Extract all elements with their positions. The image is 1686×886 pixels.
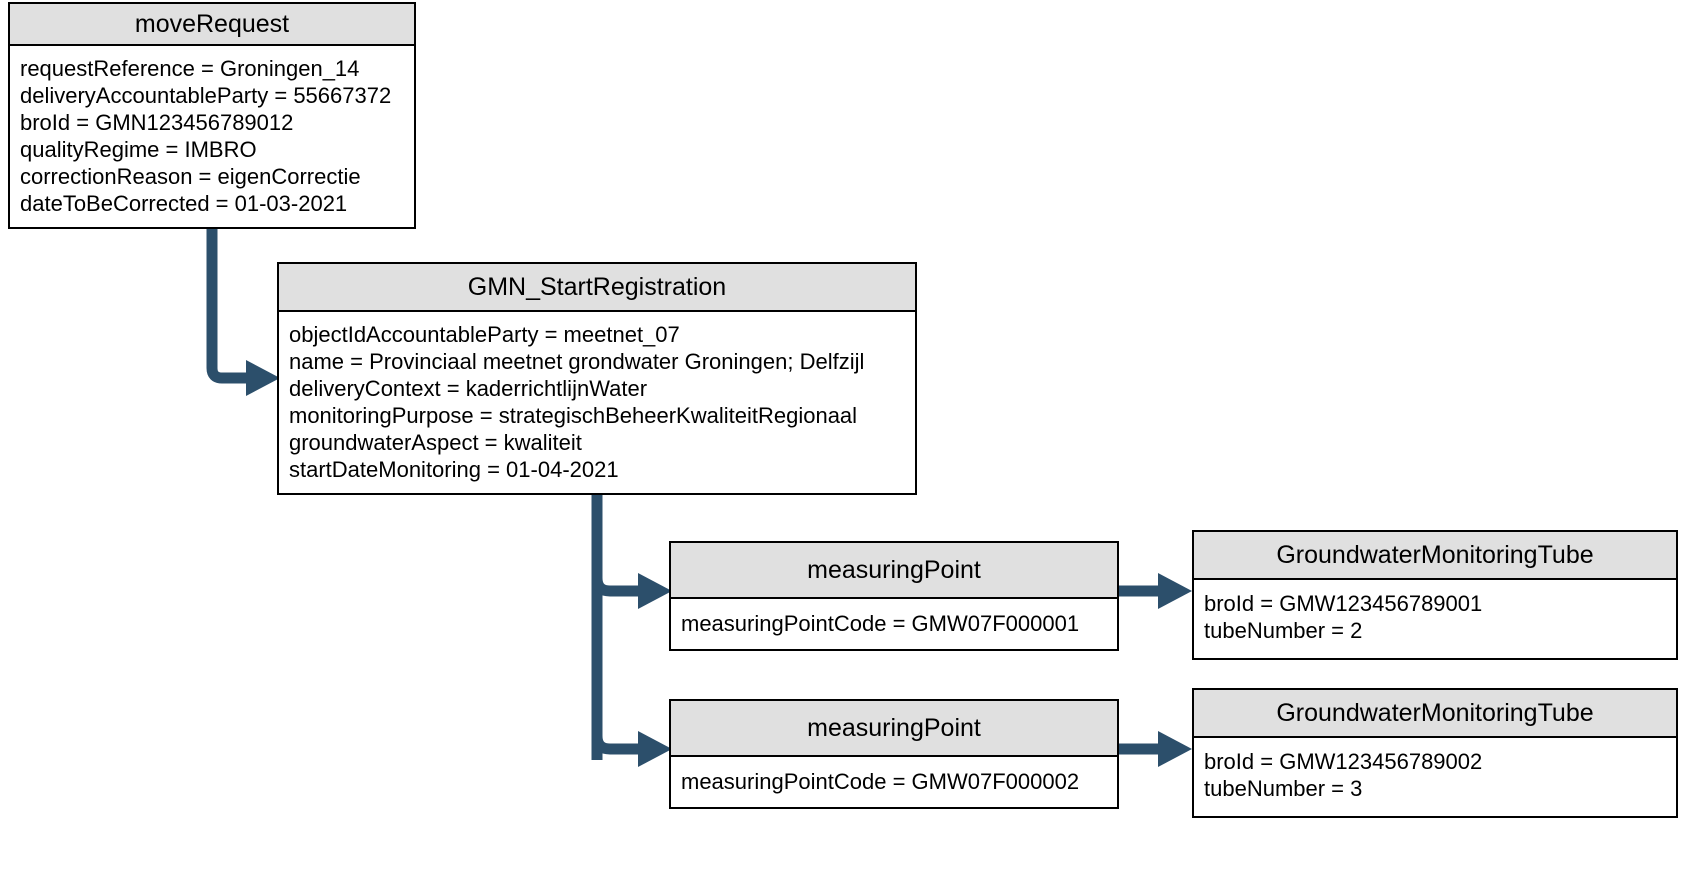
node-measuring-point-2[interactable]: measuringPoint measuringPointCode = GMW0… — [669, 699, 1119, 809]
node-groundwater-monitoring-tube-2-attributes: broId = GMW123456789002 tubeNumber = 3 — [1194, 738, 1676, 816]
node-move-request[interactable]: moveRequest requestReference = Groningen… — [8, 2, 416, 229]
connector-measuring-point-1-to-tube-1 — [1119, 573, 1192, 609]
node-groundwater-monitoring-tube-2[interactable]: GroundwaterMonitoringTube broId = GMW123… — [1192, 688, 1678, 818]
attribute-row: deliveryContext = kaderrichtlijnWater — [289, 376, 648, 401]
node-groundwater-monitoring-tube-2-title: GroundwaterMonitoringTube — [1194, 690, 1676, 738]
attribute-row: qualityRegime = IMBRO — [20, 137, 257, 162]
node-measuring-point-1-attributes: measuringPointCode = GMW07F000001 — [671, 599, 1117, 649]
attribute-row: broId = GMW123456789002 — [1204, 749, 1483, 774]
node-groundwater-monitoring-tube-1[interactable]: GroundwaterMonitoringTube broId = GMW123… — [1192, 530, 1678, 660]
node-gmn-start-registration-attributes: objectIdAccountableParty = meetnet_07 na… — [279, 312, 915, 493]
attribute-row: groundwaterAspect = kwaliteit — [289, 430, 582, 455]
attribute-row: tubeNumber = 3 — [1204, 776, 1363, 801]
node-move-request-attributes: requestReference = Groningen_14 delivery… — [10, 46, 414, 227]
node-measuring-point-1-title: measuringPoint — [671, 543, 1117, 599]
attribute-row: broId = GMW123456789001 — [1204, 591, 1483, 616]
connector-gmn-to-measuring-point-1 — [591, 573, 672, 609]
attribute-row: deliveryAccountableParty = 55667372 — [20, 83, 392, 108]
attribute-row: requestReference = Groningen_14 — [20, 56, 360, 81]
attribute-row: name = Provinciaal meetnet grondwater Gr… — [289, 349, 865, 374]
node-groundwater-monitoring-tube-1-attributes: broId = GMW123456789001 tubeNumber = 2 — [1194, 580, 1676, 658]
attribute-row: startDateMonitoring = 01-04-2021 — [289, 457, 619, 482]
node-groundwater-monitoring-tube-1-title: GroundwaterMonitoringTube — [1194, 532, 1676, 580]
connector-measuring-point-2-to-tube-2 — [1119, 731, 1192, 767]
connector-move-request-to-gmn — [206, 221, 280, 396]
attribute-row: tubeNumber = 2 — [1204, 618, 1363, 643]
node-gmn-start-registration-title: GMN_StartRegistration — [279, 264, 915, 312]
attribute-row: measuringPointCode = GMW07F000002 — [681, 769, 1080, 794]
attribute-row: objectIdAccountableParty = meetnet_07 — [289, 322, 680, 347]
node-move-request-title: moveRequest — [10, 4, 414, 46]
node-measuring-point-2-title: measuringPoint — [671, 701, 1117, 757]
attribute-row: monitoringPurpose = strategischBeheerKwa… — [289, 403, 858, 428]
node-gmn-start-registration[interactable]: GMN_StartRegistration objectIdAccountabl… — [277, 262, 917, 495]
attribute-row: broId = GMN123456789012 — [20, 110, 294, 135]
attribute-row: measuringPointCode = GMW07F000001 — [681, 611, 1080, 636]
node-measuring-point-1[interactable]: measuringPoint measuringPointCode = GMW0… — [669, 541, 1119, 651]
connector-gmn-to-measuring-point-2 — [591, 731, 672, 767]
node-measuring-point-2-attributes: measuringPointCode = GMW07F000002 — [671, 757, 1117, 807]
attribute-row: correctionReason = eigenCorrectie — [20, 164, 361, 189]
attribute-row: dateToBeCorrected = 01-03-2021 — [20, 191, 348, 216]
